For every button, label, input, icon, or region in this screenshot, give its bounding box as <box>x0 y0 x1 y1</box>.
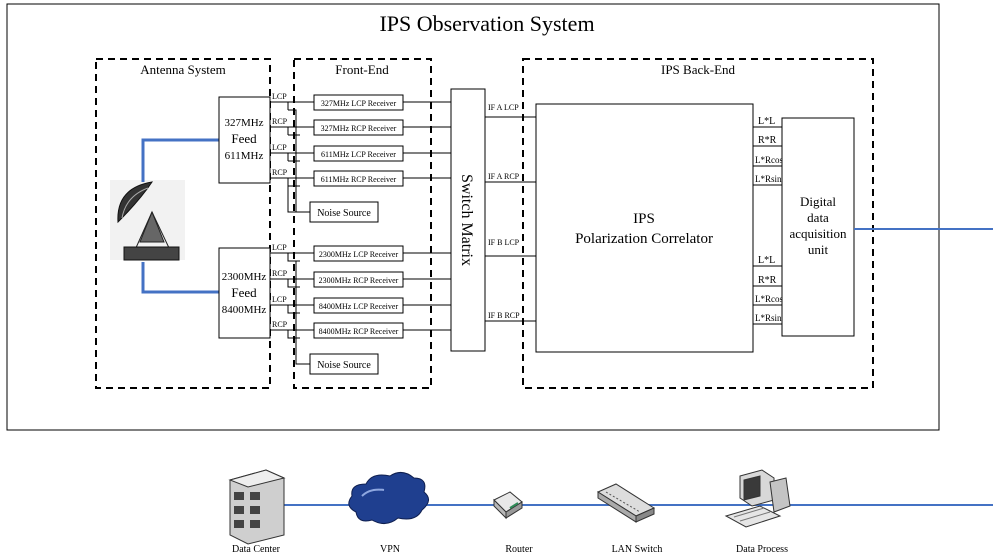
daq-line3: acquisition <box>789 226 847 241</box>
output-label-1: L*L <box>758 116 775 127</box>
noise-source-upper: Noise Source <box>309 201 379 223</box>
feed2-line3: 8400MHz <box>222 304 267 316</box>
if-b-rcp-label: IF B RCP <box>488 311 520 320</box>
receiver-8400-lcp: 8400MHz LCP Receiver <box>313 297 404 314</box>
daq-line4: unit <box>808 242 829 257</box>
front-end-label: Front-End <box>335 62 389 77</box>
output-label-8: L*Rsin <box>755 313 782 323</box>
port-label-4: RCP <box>272 168 288 177</box>
back-end-group <box>522 58 874 389</box>
if-b-lcp-label: IF B LCP <box>488 238 520 247</box>
receiver-2300-lcp: 2300MHz LCP Receiver <box>313 245 404 262</box>
daq-unit-box <box>781 117 855 337</box>
vpn-cloud-icon <box>348 472 429 524</box>
antenna-to-feed1-link <box>141 138 219 182</box>
feed1-line3: 611MHz <box>225 150 264 162</box>
feed2-wires <box>270 252 314 365</box>
correlator-output-wires <box>753 126 782 325</box>
feed1-line1: 327MHz <box>224 117 263 129</box>
svg-text:2300MHz LCP Receiver: 2300MHz LCP Receiver <box>319 250 399 259</box>
correlator-box <box>535 103 754 353</box>
data-process-workstation-icon <box>724 469 791 528</box>
dish-antenna-icon <box>110 180 185 261</box>
output-label-3: L*Rcos <box>755 155 783 165</box>
data-process-label: Data Process <box>736 544 788 555</box>
feed2-line2: Feed <box>231 285 257 300</box>
if-wires <box>485 116 536 322</box>
feed1-wires <box>270 101 314 213</box>
receiver-611-rcp: 611MHz RCP Receiver <box>313 170 404 187</box>
antenna-system-group <box>95 58 271 389</box>
svg-text:Noise Source: Noise Source <box>317 208 371 219</box>
receiver-2300-rcp: 2300MHz RCP Receiver <box>313 271 404 288</box>
output-label-4: L*Rsin <box>755 174 782 184</box>
svg-text:2300MHz RCP Receiver: 2300MHz RCP Receiver <box>319 276 399 285</box>
receiver-327-rcp: 327MHz RCP Receiver <box>313 119 404 136</box>
lan-switch-label: LAN Switch <box>612 544 663 555</box>
svg-text:Noise Source: Noise Source <box>317 360 371 371</box>
output-label-5: L*L <box>758 255 775 266</box>
svg-text:8400MHz LCP Receiver: 8400MHz LCP Receiver <box>319 302 399 311</box>
correlator-line2: Polarization Correlator <box>575 231 713 247</box>
daq-line2: data <box>807 210 829 225</box>
port-label-3: LCP <box>272 143 287 152</box>
svg-text:611MHz RCP Receiver: 611MHz RCP Receiver <box>321 175 397 184</box>
receiver-611-lcp: 611MHz LCP Receiver <box>313 145 404 162</box>
switch-matrix-label: Switch Matrix <box>458 174 475 266</box>
if-a-lcp-label: IF A LCP <box>488 103 519 112</box>
if-a-rcp-label: IF A RCP <box>488 172 520 181</box>
output-label-6: R*R <box>758 275 777 286</box>
port-label-6: RCP <box>272 269 288 278</box>
output-label-2: R*R <box>758 135 777 146</box>
port-label-7: LCP <box>272 295 287 304</box>
system-title: IPS Observation System <box>379 11 594 36</box>
daq-line1: Digital <box>800 194 836 209</box>
switch-matrix-box <box>450 88 486 352</box>
back-end-label: IPS Back-End <box>661 62 736 77</box>
port-label-5: LCP <box>272 243 287 252</box>
antenna-system-label: Antenna System <box>140 62 226 77</box>
data-center-label: Data Center <box>232 544 281 555</box>
svg-text:8400MHz RCP Receiver: 8400MHz RCP Receiver <box>319 327 399 336</box>
receiver-8400-rcp: 8400MHz RCP Receiver <box>313 322 404 339</box>
receiver-327-lcp: 327MHz LCP Receiver <box>313 94 404 111</box>
noise-source-lower: Noise Source <box>309 353 379 375</box>
svg-text:327MHz LCP Receiver: 327MHz LCP Receiver <box>321 99 397 108</box>
lan-switch-icon <box>596 483 656 523</box>
port-label-1: LCP <box>272 92 287 101</box>
antenna-to-feed2-link <box>141 262 219 294</box>
svg-text:327MHz RCP Receiver: 327MHz RCP Receiver <box>321 124 397 133</box>
router-icon <box>493 491 523 520</box>
feed1-line2: Feed <box>231 131 257 146</box>
output-label-7: L*Rcos <box>755 294 783 304</box>
data-center-icon <box>228 469 286 545</box>
feed-327-611-box <box>218 96 271 184</box>
feed2-line1: 2300MHz <box>222 271 267 283</box>
router-label: Router <box>505 544 533 555</box>
correlator-line1: IPS <box>633 211 655 227</box>
port-label-2: RCP <box>272 117 288 126</box>
vpn-label: VPN <box>380 544 400 555</box>
front-end-group <box>293 58 432 389</box>
port-label-8: RCP <box>272 320 288 329</box>
receiver-to-switch-wires <box>403 101 451 331</box>
feed-2300-8400-box <box>218 247 271 339</box>
svg-text:611MHz LCP Receiver: 611MHz LCP Receiver <box>321 150 396 159</box>
